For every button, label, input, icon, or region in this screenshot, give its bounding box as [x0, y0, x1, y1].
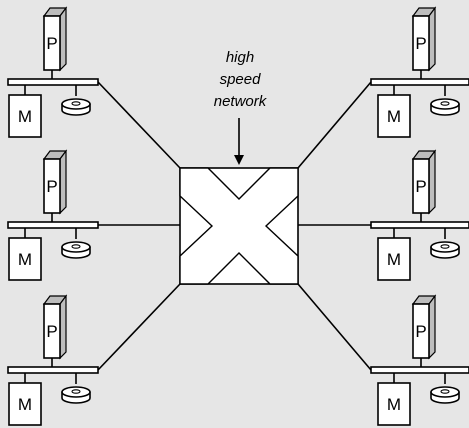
- link-top-left: [97, 81, 181, 169]
- network-pointer-arrow: [234, 118, 244, 165]
- node-mid-right: [370, 150, 469, 281]
- processor-label-top-right: P: [415, 34, 426, 53]
- network-label-line-3: network: [214, 93, 268, 110]
- memory-label-bottom-left: M: [18, 395, 32, 414]
- processor-label-bottom-right: P: [415, 322, 426, 341]
- processor-label-mid-left: P: [46, 177, 57, 196]
- network-label-line-2: speed: [220, 71, 262, 88]
- link-bottom-left: [97, 283, 181, 371]
- connection-links: [97, 81, 372, 371]
- memory-label-top-left: M: [18, 107, 32, 126]
- memory-label-top-right: M: [387, 107, 401, 126]
- memory-label-bottom-right: M: [387, 395, 401, 414]
- network-label-line-1: high: [226, 49, 254, 66]
- node-top-right: [370, 7, 469, 138]
- node-bottom-right: [370, 295, 469, 426]
- high-speed-switch: [179, 167, 299, 285]
- memory-label-mid-left: M: [18, 250, 32, 269]
- link-top-right: [297, 81, 372, 169]
- link-bottom-right: [297, 283, 372, 371]
- processor-label-mid-right: P: [415, 177, 426, 196]
- processor-label-bottom-left: P: [46, 322, 57, 341]
- processor-label-top-left: P: [46, 34, 57, 53]
- memory-label-mid-right: M: [387, 250, 401, 269]
